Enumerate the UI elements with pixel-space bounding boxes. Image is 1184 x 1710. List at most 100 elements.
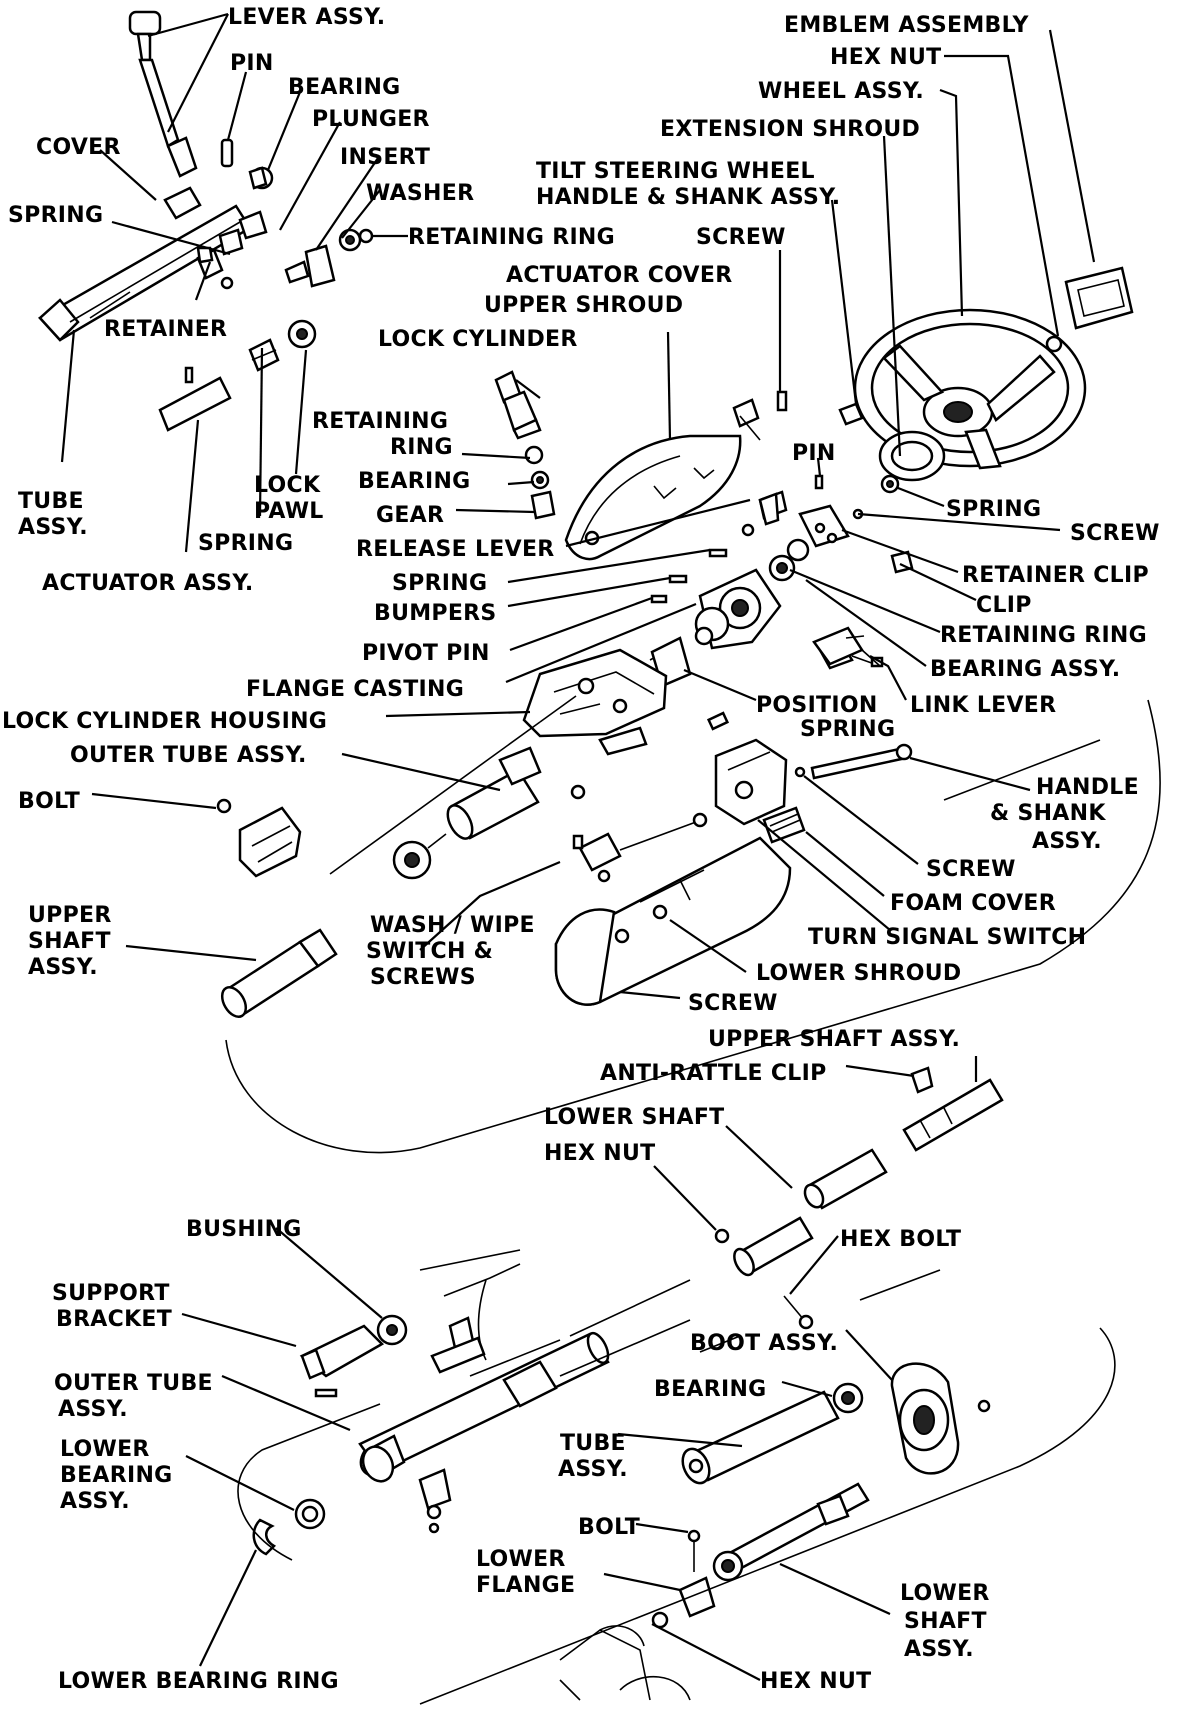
label-boot-assy: BOOT ASSY.: [690, 1331, 838, 1356]
label-tilt-handle-2: HANDLE & SHANK ASSY.: [536, 185, 840, 210]
label-retainer: RETAINER: [104, 317, 227, 342]
label-spring-right: SPRING: [946, 497, 1041, 522]
label-upper-shaft-left-1: UPPER: [28, 903, 112, 928]
label-lower-bearing-assy-3: ASSY.: [60, 1489, 130, 1514]
label-bolt-low: BOLT: [578, 1515, 640, 1540]
label-wheel-assy: WHEEL ASSY.: [758, 79, 924, 104]
label-actuator-cover: ACTUATOR COVER: [506, 263, 732, 288]
label-tube-assy-top-1: TUBE: [18, 489, 84, 514]
label-position-spring-2: SPRING: [800, 717, 895, 742]
label-hex-nut-bottom: HEX NUT: [760, 1669, 871, 1694]
label-lock-pawl-1: LOCK: [254, 473, 321, 498]
label-lower-flange-2: FLANGE: [476, 1573, 575, 1598]
label-washer: WASHER: [366, 181, 474, 206]
flange-casting-part: [522, 648, 668, 756]
label-bearing-top: BEARING: [288, 75, 401, 100]
label-lower-shaft-assy-3: ASSY.: [904, 1637, 974, 1662]
label-upper-shaft-left-3: ASSY.: [28, 955, 98, 980]
leader-lines: [60, 12, 1096, 1681]
label-lower-flange-1: LOWER: [476, 1547, 566, 1572]
label-upper-shroud: UPPER SHROUD: [484, 293, 683, 318]
label-handle-shank-2: & SHANK: [990, 801, 1106, 826]
lower-column-part: [299, 1314, 610, 1534]
label-handle-shank-3: ASSY.: [1032, 829, 1102, 854]
label-lower-bearing-assy-1: LOWER: [60, 1437, 150, 1462]
label-screw-bottom: SCREW: [688, 991, 778, 1016]
label-wash-wipe-1: WASH / WIPE: [370, 913, 535, 938]
label-pin-top: PIN: [230, 51, 274, 76]
label-insert: INSERT: [340, 145, 430, 170]
emblem-assembly-part: [1045, 266, 1134, 353]
label-bolt-mid: BOLT: [18, 789, 80, 814]
label-retaining-ring-mid-1: RETAINING: [312, 409, 448, 434]
lock-cylinder-small-parts: [524, 445, 556, 520]
label-screw-right: SCREW: [1070, 521, 1160, 546]
upper-shaft-left-part: [220, 833, 447, 1018]
label-bearing-mid: BEARING: [358, 469, 471, 494]
label-gear: GEAR: [376, 503, 444, 528]
steering-gear-sketch: [559, 1625, 691, 1701]
lever-assy-part: [128, 10, 198, 178]
small-parts-top: [196, 138, 374, 290]
lower-shaft-assy-part: [651, 1482, 870, 1629]
label-retaining-ring-right: RETAINING RING: [940, 623, 1147, 648]
label-pin-right: PIN: [792, 441, 836, 466]
hex-bolt-part: [783, 1295, 814, 1330]
label-lock-cylinder-housing: LOCK CYLINDER HOUSING: [2, 709, 327, 734]
label-flange-casting: FLANGE CASTING: [246, 677, 464, 702]
tube-assy-upper-part: [38, 186, 252, 342]
actuator-assy-part: [158, 319, 317, 432]
upper-shaft-right-part: [902, 1066, 1004, 1152]
label-hex-nut-mid: HEX NUT: [544, 1141, 655, 1166]
label-lower-bearing-assy-2: BEARING: [60, 1463, 173, 1488]
lock-cylinder-part: [494, 370, 542, 440]
label-extension-shroud: EXTENSION SHROUD: [660, 117, 920, 142]
label-outer-tube-assy-low-1: OUTER TUBE: [54, 1371, 213, 1396]
label-release-lever: RELEASE LEVER: [356, 537, 555, 562]
label-outer-tube-assy-mid: OUTER TUBE ASSY.: [70, 743, 307, 768]
label-lower-shaft: LOWER SHAFT: [544, 1105, 724, 1130]
label-tube-assy-top-2: ASSY.: [18, 515, 88, 540]
label-hex-bolt: HEX BOLT: [840, 1227, 961, 1252]
label-hex-nut-top: HEX NUT: [830, 45, 941, 70]
label-turn-signal-switch: TURN SIGNAL SWITCH: [808, 925, 1086, 950]
label-spring-left: SPRING: [8, 203, 103, 228]
part-labels: LEVER ASSY. PIN BEARING PLUNGER COVER IN…: [2, 5, 1160, 1694]
label-lower-shaft-assy-2: SHAFT: [904, 1609, 987, 1634]
label-bumpers: BUMPERS: [374, 601, 497, 626]
label-lock-pawl-2: PAWL: [254, 499, 324, 524]
label-lock-cylinder: LOCK CYLINDER: [378, 327, 578, 352]
label-wash-wipe-3: SCREWS: [370, 965, 476, 990]
label-lever-assy: LEVER ASSY.: [228, 5, 385, 30]
housing-gear-assembly: [694, 568, 782, 650]
outline-loops: [225, 695, 1161, 1705]
label-tube-assy-low-1: TUBE: [560, 1431, 626, 1456]
label-lower-bearing-ring: LOWER BEARING RING: [58, 1669, 339, 1694]
label-support-bracket-2: BRACKET: [56, 1307, 172, 1332]
upper-shroud-part: [564, 434, 742, 561]
label-handle-shank-1: HANDLE: [1036, 775, 1139, 800]
label-upper-shaft-left-2: SHAFT: [28, 929, 111, 954]
label-clip: CLIP: [976, 593, 1032, 618]
lower-shaft-part: [714, 1148, 888, 1277]
label-lower-shaft-assy-1: LOWER: [900, 1581, 990, 1606]
wash-wipe-switch-part: [572, 812, 708, 883]
handle-shank-right-part: [794, 743, 913, 780]
label-lower-shroud: LOWER SHROUD: [756, 961, 961, 986]
label-cover: COVER: [36, 135, 121, 160]
label-retaining-ring-top: RETAINING RING: [408, 225, 615, 250]
label-outer-tube-assy-low-2: ASSY.: [58, 1397, 128, 1422]
steering-wheel-part: [853, 308, 1087, 470]
label-bushing: BUSHING: [186, 1217, 302, 1242]
tube-assy-low-part: [681, 1362, 991, 1485]
lower-bearing-assy-part: [294, 1498, 326, 1530]
turn-signal-switch-part: [706, 711, 788, 826]
bolt-bracket-part: [216, 798, 302, 878]
label-bearing-low: BEARING: [654, 1377, 767, 1402]
label-position-spring-1: POSITION: [756, 693, 878, 718]
label-anti-rattle-clip: ANTI-RATTLE CLIP: [600, 1061, 827, 1086]
extension-shroud-part: [878, 430, 946, 482]
label-upper-shaft-assy-right: UPPER SHAFT ASSY.: [708, 1027, 960, 1052]
label-plunger: PLUNGER: [312, 107, 430, 132]
